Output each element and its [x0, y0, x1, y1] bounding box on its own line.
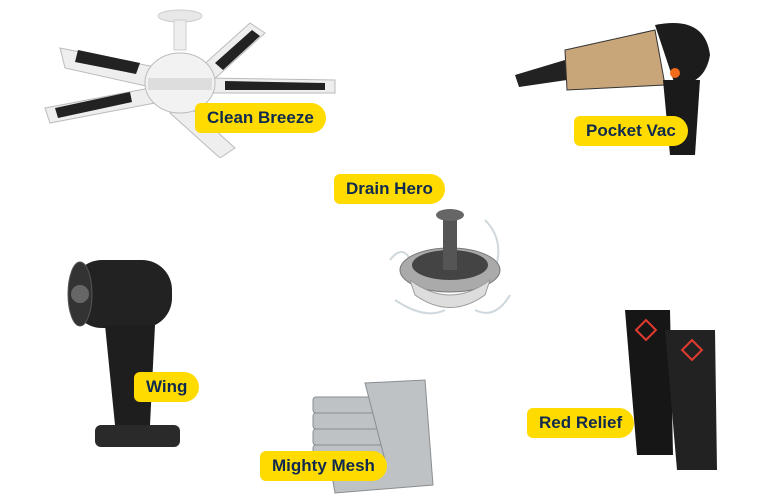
label-clean-breeze[interactable]: Clean Breeze: [195, 103, 326, 133]
label-red-relief[interactable]: Red Relief: [527, 408, 635, 438]
drain-stopper-image[interactable]: [385, 200, 515, 330]
red-relief-sleeves-image[interactable]: [615, 305, 735, 475]
label-mighty-mesh[interactable]: Mighty Mesh: [260, 451, 387, 481]
ceiling-fan-image[interactable]: [20, 8, 340, 158]
wing-dryer-image[interactable]: [60, 250, 200, 450]
label-drain-hero[interactable]: Drain Hero: [334, 174, 445, 204]
label-wing[interactable]: Wing: [134, 372, 200, 402]
label-pocket-vac[interactable]: Pocket Vac: [574, 116, 688, 146]
